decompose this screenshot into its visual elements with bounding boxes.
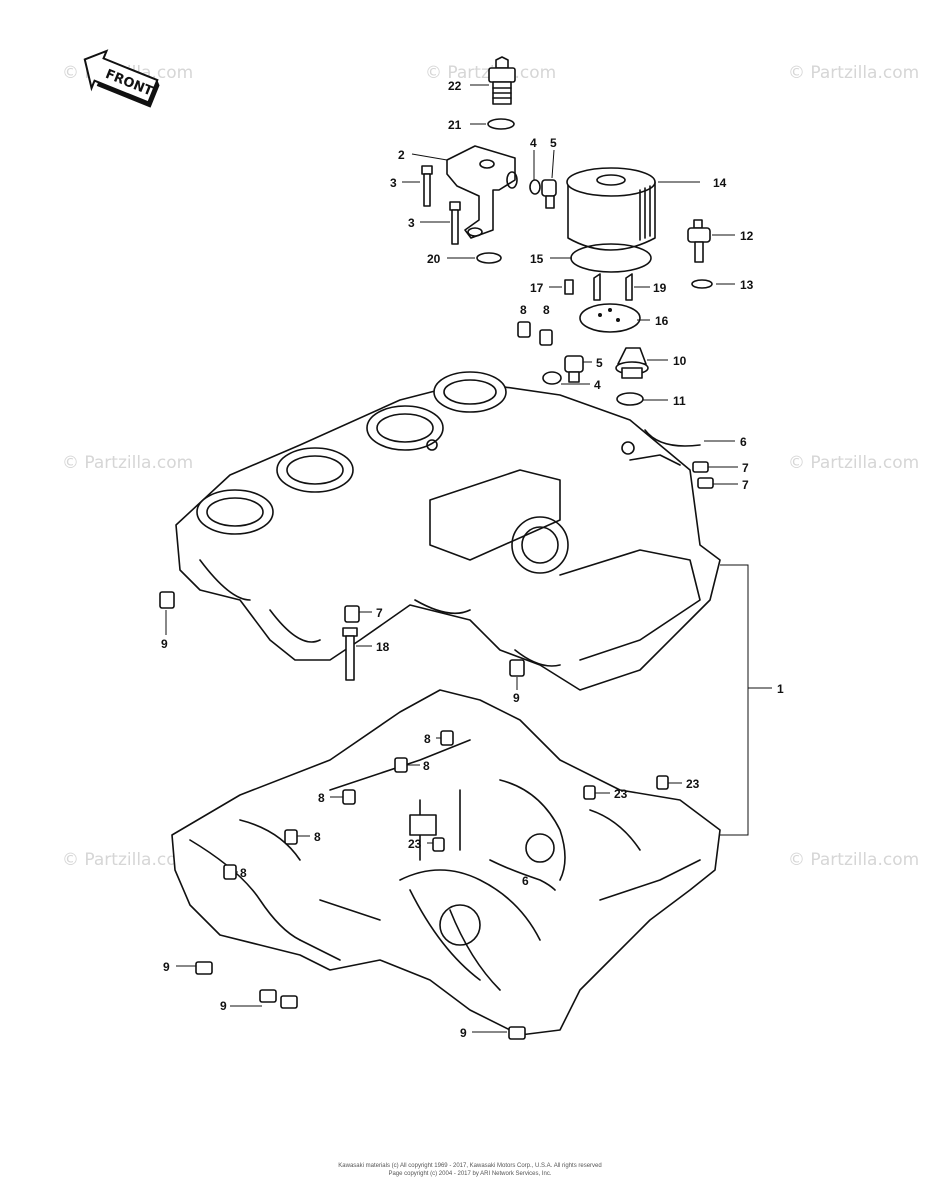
callout-5: 5 [550,136,557,150]
dowel-pin [583,785,596,800]
callout-6: 6 [522,874,529,888]
bolt [421,165,433,207]
callout-23: 23 [686,777,700,791]
watermark: © Partzilla.com [788,63,919,83]
watermark: © Partzilla.com [788,453,919,473]
watermark: © Partzilla.com [62,453,193,473]
callout-19: 19 [653,281,667,295]
callout-4: 4 [530,136,537,150]
dowel-pin [280,995,298,1009]
dowel-pin [440,730,454,746]
drain-plug [564,355,584,383]
callout-8: 8 [543,303,550,317]
dowel-pin [284,829,298,845]
union-bolt [541,179,557,209]
oil-sensor [687,219,711,263]
callout-5: 5 [596,356,603,370]
callout-1: 1 [777,682,784,696]
arc-gasket [644,429,701,447]
dowel-pin [394,757,408,773]
oil-filler-cap [615,347,649,379]
callout-8: 8 [423,759,430,773]
lower-crankcase [171,689,721,1036]
upper-crankcase [175,371,721,691]
callout-12: 12 [740,229,754,243]
callout-7: 7 [376,606,383,620]
dowel-pin [692,461,709,473]
dowel-pin [344,605,360,623]
callout-18: 18 [376,640,390,654]
callout-6: 6 [740,435,747,449]
callout-4: 4 [594,378,601,392]
dowel-pin [223,864,237,880]
callout-8: 8 [314,830,321,844]
callout-7: 7 [742,478,749,492]
watermark: © Partzilla.com [62,850,193,870]
o-ring [476,252,502,264]
filter-mounting-bracket [446,145,518,239]
callout-20: 20 [427,252,441,266]
callout-8: 8 [240,866,247,880]
dowel-pin [517,321,531,338]
watermark: © Partzilla.com [788,850,919,870]
callout-3: 3 [390,176,397,190]
copyright-line: Page copyright (c) 2004 - 2017 by ARI Ne… [388,1171,551,1177]
callout-3: 3 [408,216,415,230]
copyright-line: Kawasaki materials (c) All copyright 196… [338,1163,601,1169]
dowel-pin [509,659,525,677]
callout-23: 23 [614,787,628,801]
callout-23: 23 [408,837,422,851]
oil-filter-element [566,167,656,251]
callout-21: 21 [448,118,462,132]
gasket-washer [542,371,562,385]
callout-10: 10 [673,354,687,368]
o-ring [487,118,515,130]
callout-13: 13 [740,278,754,292]
callout-8: 8 [318,791,325,805]
oil-pressure-switch [488,56,516,105]
dowel-pin [656,775,669,790]
dowel-pin [697,477,714,489]
crankcase-bolt [342,627,358,681]
dowel-pin [342,789,356,805]
callout-9: 9 [460,1026,467,1040]
callout-8: 8 [520,303,527,317]
dowel-pin [159,591,175,609]
callout-17: 17 [530,281,544,295]
callout-9: 9 [220,999,227,1013]
filter-cover [579,273,641,333]
callout-9: 9 [513,691,520,705]
dowel-pin [432,837,445,852]
leader-lines [165,84,772,1033]
callout-7: 7 [742,461,749,475]
dowel-pin [195,961,213,975]
bolt [449,201,461,245]
dowel-pin [508,1026,526,1040]
callout-22: 22 [448,79,462,93]
o-ring [616,392,644,406]
callout-14: 14 [713,176,727,190]
bolt [564,279,574,295]
washer [529,179,541,195]
callout-2: 2 [398,148,405,162]
callout-16: 16 [655,314,669,328]
dowel-pin [259,989,277,1003]
front-arrow-icon: FRONT [83,49,160,108]
dowel-pin [539,329,553,346]
callout-11: 11 [673,394,686,408]
o-ring [691,279,713,289]
callout-8: 8 [424,732,431,746]
callout-numbers: 22 21 2 3 3 4 5 14 12 13 20 15 17 19 8 8… [161,79,784,1040]
callout-9: 9 [161,637,168,651]
callout-9: 9 [163,960,170,974]
callout-15: 15 [530,252,544,266]
